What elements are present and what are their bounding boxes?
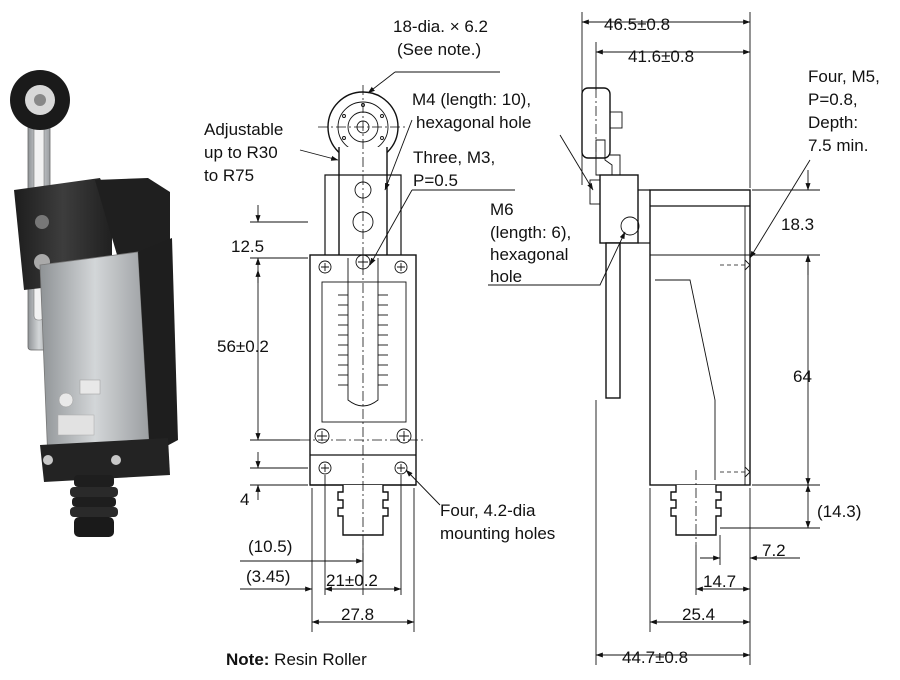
labels: 18-dia. × 6.2 (See note.) Adjustable up … bbox=[204, 15, 880, 669]
roller-label-2: (See note.) bbox=[397, 40, 481, 59]
m3-label-2: P=0.5 bbox=[413, 171, 458, 190]
product-photo bbox=[10, 70, 178, 537]
mounting-label-2: mounting holes bbox=[440, 524, 555, 543]
leader-lines bbox=[299, 71, 811, 506]
dim-14-7: 14.7 bbox=[703, 572, 736, 591]
m6-label-1: M6 bbox=[490, 200, 514, 219]
m6-label-4: hole bbox=[490, 267, 522, 286]
note-text: Resin Roller bbox=[269, 650, 367, 669]
dim-18-3: 18.3 bbox=[781, 215, 814, 234]
dim-41-6: 41.6±0.8 bbox=[628, 47, 694, 66]
m5-label-3: Depth: bbox=[808, 113, 858, 132]
dimension-lines bbox=[240, 12, 820, 665]
dim-12-5: 12.5 bbox=[231, 237, 264, 256]
dim-21: 21±0.2 bbox=[326, 571, 378, 590]
side-view bbox=[581, 87, 751, 545]
note: Note: Resin Roller bbox=[226, 650, 367, 669]
switch-body-image bbox=[39, 251, 151, 463]
note-label: Note: bbox=[226, 650, 269, 669]
m6-label-3: hexagonal bbox=[490, 245, 568, 264]
adjustable-label-2: up to R30 bbox=[204, 143, 278, 162]
dim-10-5: (10.5) bbox=[248, 537, 292, 556]
mounting-label-1: Four, 4.2-dia bbox=[440, 501, 536, 520]
dim-44-7: 44.7±0.8 bbox=[622, 648, 688, 667]
dim-27-8: 27.8 bbox=[341, 605, 374, 624]
dim-46-5: 46.5±0.8 bbox=[604, 15, 670, 34]
dim-3-45: (3.45) bbox=[246, 567, 290, 586]
adjustable-label-1: Adjustable bbox=[204, 120, 283, 139]
dim-25-4: 25.4 bbox=[682, 605, 715, 624]
dim-7-2: 7.2 bbox=[762, 541, 786, 560]
roller-label-1: 18-dia. × 6.2 bbox=[393, 17, 488, 36]
m5-label-4: 7.5 min. bbox=[808, 136, 868, 155]
m3-label-1: Three, M3, bbox=[413, 148, 495, 167]
adjustable-label-3: to R75 bbox=[204, 166, 254, 185]
dim-14-3: (14.3) bbox=[817, 502, 861, 521]
dim-4: 4 bbox=[240, 490, 249, 509]
m5-label-1: Four, M5, bbox=[808, 67, 880, 86]
dim-64: 64 bbox=[793, 367, 812, 386]
m5-label-2: P=0.8, bbox=[808, 90, 858, 109]
dim-56: 56±0.2 bbox=[217, 337, 269, 356]
m4-label-1: M4 (length: 10), bbox=[412, 90, 531, 109]
m4-label-2: hexagonal hole bbox=[416, 113, 531, 132]
side-body bbox=[649, 189, 751, 486]
m6-label-2: (length: 6), bbox=[490, 223, 571, 242]
front-view bbox=[300, 85, 426, 560]
